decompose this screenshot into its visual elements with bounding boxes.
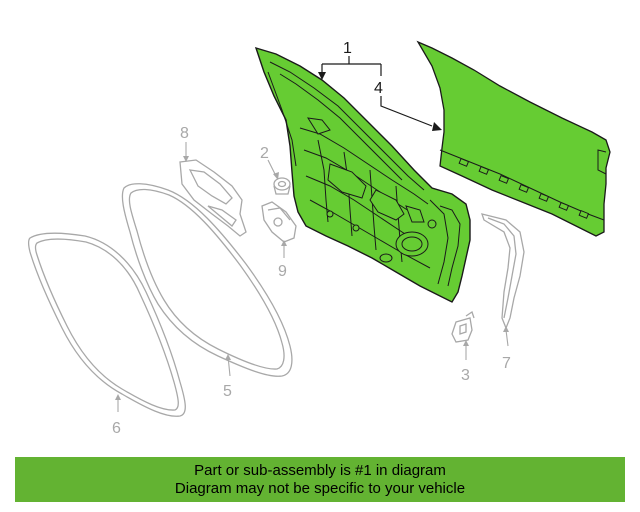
handle-bracket-part-8[interactable] <box>179 159 247 237</box>
banner-line-1: Part or sub-assembly is #1 in diagram <box>194 462 446 479</box>
callout-number-1: 1 <box>343 40 352 57</box>
bracket-part-9[interactable] <box>261 201 297 243</box>
clip-part-3[interactable] <box>451 310 475 343</box>
callout-number-6: 6 <box>112 420 121 437</box>
door-shell-part-1[interactable] <box>254 46 471 303</box>
door-outer-panel-part-4[interactable] <box>416 40 611 237</box>
callout-number-7: 7 <box>502 355 511 372</box>
callout-number-4: 4 <box>374 80 383 97</box>
weatherstrip-inner-part-5[interactable] <box>121 183 293 377</box>
callout-number-5: 5 <box>223 383 232 400</box>
callout-4 <box>380 96 442 131</box>
gray-arrowheads <box>115 156 509 400</box>
callout-number-2: 2 <box>260 145 269 162</box>
seal-part-7[interactable] <box>481 213 525 330</box>
info-banner: Part or sub-assembly is #1 in diagram Di… <box>15 457 625 502</box>
callout-1 <box>318 56 382 80</box>
callout-number-3: 3 <box>461 367 470 384</box>
callout-number-9: 9 <box>278 263 287 280</box>
banner-line-2: Diagram may not be specific to your vehi… <box>174 480 466 497</box>
weatherstrip-outer-part-6[interactable] <box>27 232 186 417</box>
callout-number-8: 8 <box>180 125 189 142</box>
clip-part-2[interactable] <box>273 177 291 195</box>
